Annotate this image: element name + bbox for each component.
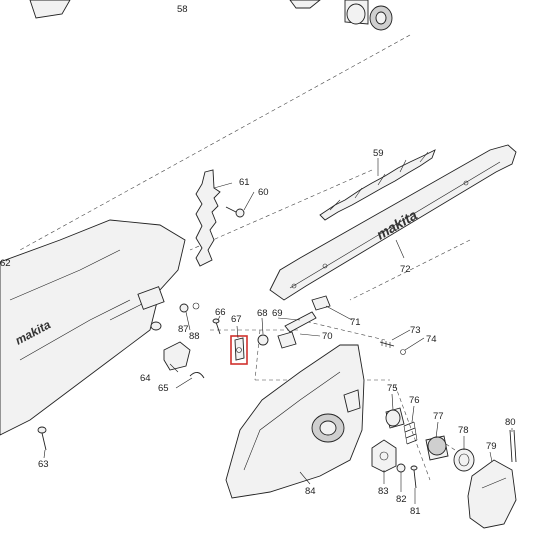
highlight-box [230, 335, 248, 365]
label-74: 74 [426, 334, 437, 345]
part-74-washer [400, 349, 406, 355]
label-84: 84 [305, 486, 316, 497]
part-84-sprocket-cover [225, 344, 365, 499]
label-76: 76 [409, 395, 420, 406]
label-68: 68 [257, 308, 268, 319]
part-66-screw [212, 318, 221, 335]
label-78: 78 [458, 425, 469, 436]
part-61-guide-plate [195, 169, 221, 267]
part-76-spring [403, 421, 418, 445]
part-58-shaft [29, 0, 393, 31]
part-72-guide-bar: makita [269, 144, 517, 301]
part-68-nut [257, 334, 269, 346]
label-73: 73 [410, 325, 421, 336]
part-78-ring [453, 448, 475, 472]
part-63-screw [37, 426, 47, 451]
part-73-screw [379, 340, 395, 348]
label-70: 70 [322, 331, 333, 342]
part-62-housing: makita [0, 219, 186, 436]
label-71: 71 [350, 317, 361, 328]
label-82: 82 [396, 494, 407, 505]
label-69: 69 [272, 308, 283, 319]
part-65-spring [189, 372, 205, 379]
label-77: 77 [433, 411, 444, 422]
part-71-pin [311, 295, 331, 311]
part-59-saw-chain [319, 149, 436, 221]
label-81: 81 [410, 506, 421, 517]
label-63: 63 [38, 459, 49, 470]
part-83-sprocket [371, 439, 397, 473]
part-77-knob [425, 435, 449, 461]
label-83: 83 [378, 486, 389, 497]
part-60-screw [225, 206, 245, 218]
part-labels: 58 59 60 61 62 63 64 65 66 67 68 69 70 7… [0, 4, 516, 517]
part-69-bolt [284, 311, 317, 333]
label-72: 72 [400, 264, 411, 275]
part-67-plate-highlighted [230, 335, 248, 365]
label-61: 61 [239, 177, 250, 188]
part-79-cap [467, 459, 517, 529]
part-80-pin [509, 429, 517, 463]
label-79: 79 [486, 441, 497, 452]
label-58: 58 [177, 4, 188, 15]
part-75-cylinder [385, 407, 405, 429]
part-82-washer [396, 463, 406, 473]
label-64: 64 [140, 373, 151, 384]
leader-lines [43, 158, 513, 504]
part-70-bushing [277, 331, 297, 349]
label-62: 62 [0, 258, 11, 269]
label-66: 66 [215, 307, 226, 318]
label-59: 59 [373, 148, 384, 159]
label-65: 65 [158, 383, 169, 394]
part-87-pin [150, 321, 162, 331]
label-60: 60 [258, 187, 269, 198]
part-81-screw [410, 465, 418, 489]
label-80: 80 [505, 417, 516, 428]
part-64-clip [163, 341, 191, 371]
label-75: 75 [387, 383, 398, 394]
label-88: 88 [189, 331, 200, 342]
label-87: 87 [178, 324, 189, 335]
label-67: 67 [231, 314, 242, 325]
part-88-washer [179, 302, 200, 313]
